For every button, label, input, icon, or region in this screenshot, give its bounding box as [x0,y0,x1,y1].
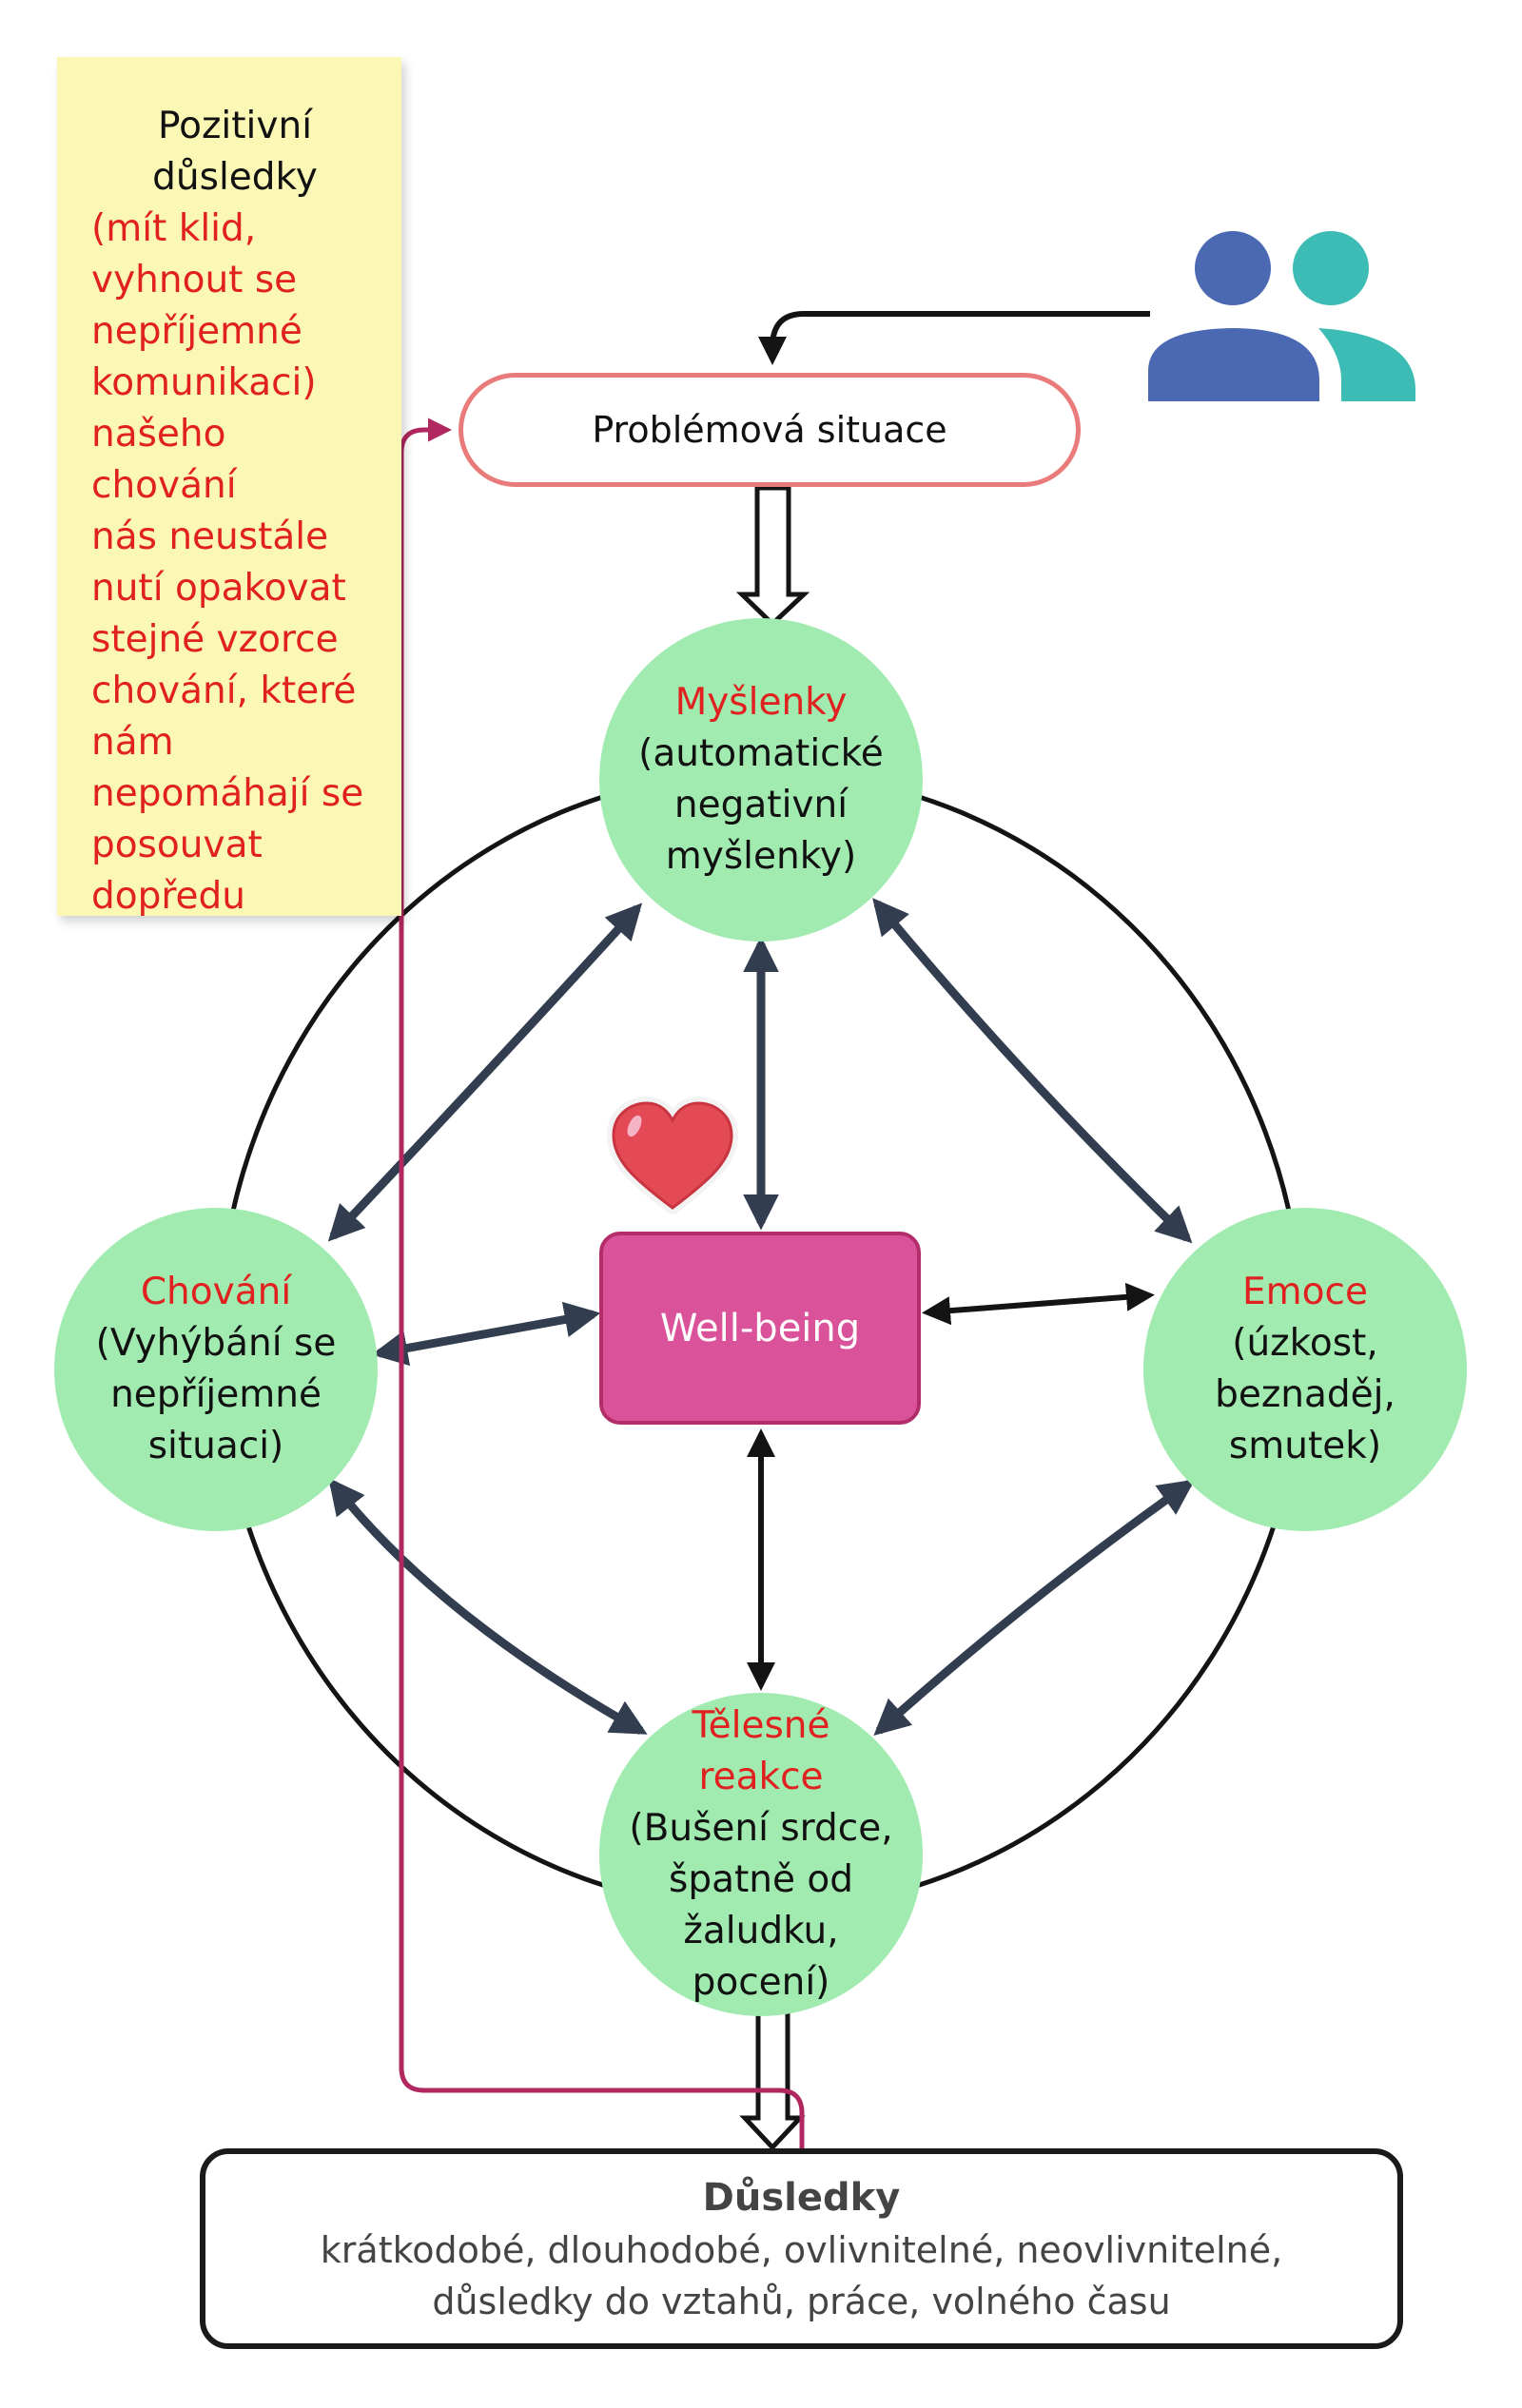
behavior-body-arrow [328,1478,648,1735]
thoughts-desc: (automatické negativní myšlenky) [638,732,884,878]
behavior-wellbeing-arrow [371,1301,601,1367]
consequences-line-1: krátkodobé, dlouhodobé, ovlivnitelné, ne… [320,2228,1283,2271]
body-to-outcome-arrow [739,2006,806,2151]
thoughts-emotions-arrow [872,898,1193,1244]
consequences-title: Důsledky [702,2175,901,2220]
problem-situation-node[interactable]: Problémová situace [459,373,1081,487]
person-body-teal [1318,328,1415,401]
wellbeing-node[interactable]: Well-being [599,1232,921,1425]
body-reactions-desc: (Bušení srdce, špatně od žaludku, pocení… [629,1807,893,2004]
behavior-node[interactable]: Chování (Vyhýbání se nepříjemné situaci) [54,1208,378,1531]
emotions-node[interactable]: Emoce (úzkost, beznaděj, smutek) [1143,1208,1467,1531]
emotions-body-arrow [873,1479,1196,1737]
people-to-problem-arrow [758,311,1150,365]
body-reactions-node[interactable]: Tělesné reakce (Bušení srdce, špatně od … [599,1693,923,2016]
positive-consequences-note: Pozitivní důsledky (mít klid, vyhnout se… [57,57,401,918]
thoughts-behavior-arrow [327,903,643,1242]
emotions-title: Emoce [1242,1271,1368,1313]
problem-to-thoughts-arrow [735,485,810,628]
person-body-blue [1148,328,1319,401]
person-head-teal [1293,231,1369,305]
feedback-loop-arrow [399,418,805,2149]
consequences-node[interactable]: Důsledky krátkodobé, dlouhodobé, ovlivni… [200,2148,1403,2349]
problem-situation-label: Problémová situace [592,409,947,451]
note-title: Pozitivní důsledky [152,105,318,199]
person-head-blue [1195,231,1271,305]
thoughts-title: Myšlenky [674,681,848,724]
note-body: (mít klid, vyhnout se nepříjemné komunik… [91,207,364,918]
emotions-desc: (úzkost, beznaděj, smutek) [1215,1322,1395,1467]
heart-icon [607,1097,738,1214]
wellbeing-label: Well-being [659,1306,861,1350]
wellbeing-emotions-arrow [922,1282,1155,1326]
body-reactions-title: Tělesné reakce [692,1704,830,1798]
behavior-title: Chování [140,1271,292,1313]
consequences-line-2: důsledky do vztahů, práce, volného času [432,2280,1171,2322]
behavior-desc: (Vyhýbání se nepříjemné situaci) [95,1322,337,1467]
thoughts-node[interactable]: Myšlenky (automatické negativní myšlenky… [599,618,923,942]
people-icon [1148,231,1415,401]
